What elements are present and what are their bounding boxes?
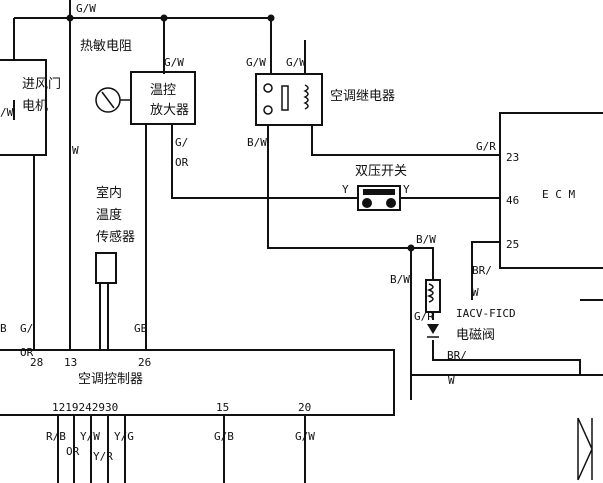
indoor-temp-sensor-label-1: 室内 xyxy=(96,185,122,201)
wl-valve-br: BR/ xyxy=(447,349,467,362)
wl-bot-yg: Y/G xyxy=(114,430,134,443)
wl-switch-y-left: Y xyxy=(342,183,349,196)
thermistor: 热敏电阻 温控 放大器 xyxy=(80,39,196,125)
intake-door-motor: 进风门 电机 xyxy=(0,59,61,156)
wl-switch-y-right: Y xyxy=(403,183,410,196)
wl-bot-yw: Y/W xyxy=(80,430,100,443)
wl-relay-bw: B/W xyxy=(247,136,267,149)
ac-relay-label: 空调继电器 xyxy=(330,89,395,104)
ctrl-pin-13: 13 xyxy=(64,356,77,369)
wire-labels: G/W G/W G/W G/W /W W G/ OR B/W G/R Y Y B… xyxy=(0,2,496,463)
wl-top-gw: G/W xyxy=(76,2,96,15)
wl-relay-gr: G/R xyxy=(476,140,496,153)
wl-bot-rb: R/B xyxy=(46,430,66,443)
wl-ecm-br: BR/ xyxy=(472,264,492,277)
indoor-temp-sensor-label-3: 传感器 xyxy=(96,229,135,245)
ecm: E C M 23 46 25 xyxy=(499,112,603,269)
wl-relay-gw-left: G/W xyxy=(246,56,266,69)
dual-pressure-switch-label: 双压开关 xyxy=(355,164,407,179)
ecm-pin-23: 23 xyxy=(506,151,519,164)
ground-symbol xyxy=(577,417,593,481)
ctrl-pin-26: 26 xyxy=(138,356,151,369)
iacv-valve: IACV-FICD 电磁阀 xyxy=(425,279,516,343)
iacv-label-1: IACV-FICD xyxy=(456,307,516,320)
temp-amp-label-1: 温控 xyxy=(150,83,176,98)
ctrl-pins-bottom: 1219242930 xyxy=(52,401,118,414)
ctrl-pin-15: 15 xyxy=(216,401,229,414)
indoor-temp-sensor: 室内 温度 传感器 xyxy=(95,185,135,284)
indoor-temp-sensor-label-2: 温度 xyxy=(96,207,122,223)
dual-pressure-switch: 双压开关 xyxy=(355,164,407,211)
wl-amp-out: G/ xyxy=(175,136,188,149)
wl-bot-gb: G/B xyxy=(214,430,234,443)
thermistor-label: 热敏电阻 xyxy=(80,39,132,54)
wl-motor-w: /W xyxy=(0,106,14,119)
ecm-label: E C M xyxy=(542,188,575,201)
ctrl-pin-20: 20 xyxy=(298,401,311,414)
wl-ecm-bw: B/W xyxy=(416,233,436,246)
wl-amp-gw: G/W xyxy=(164,56,184,69)
ac-controller-label: 空调控制器 xyxy=(78,372,143,387)
ecm-pin-25: 25 xyxy=(506,238,519,251)
intake-door-motor-label-2: 电机 xyxy=(22,99,48,114)
ac-controller: 空调控制器 28 13 26 1219242930 15 20 xyxy=(0,349,395,416)
wl-ctrl-g: G/ xyxy=(20,322,33,335)
wl-ecm-br-w: W xyxy=(472,286,479,299)
wires xyxy=(13,0,603,483)
wl-bot-yr: Y/R xyxy=(93,450,113,463)
ac-relay: 空调继电器 xyxy=(255,73,395,126)
ctrl-pin-28: 28 xyxy=(30,356,43,369)
wl-ctrl-b: B xyxy=(0,322,7,335)
temp-amp-label-2: 放大器 xyxy=(150,103,189,118)
wl-amp-out2: OR xyxy=(175,156,189,169)
iacv-label-2: 电磁阀 xyxy=(456,328,495,343)
junction-dots xyxy=(66,14,415,252)
wl-valve-gr: G/R xyxy=(414,310,434,323)
wl-bot-gw: G/W xyxy=(295,430,315,443)
wl-relay-gw-right: G/W xyxy=(286,56,306,69)
wl-ctrl-gb: GB xyxy=(134,322,148,335)
ecm-pin-46: 46 xyxy=(506,194,519,207)
wl-bottom-w: W xyxy=(448,374,455,387)
intake-door-motor-label-1: 进风门 xyxy=(22,77,61,92)
wl-bot-or: OR xyxy=(66,445,80,458)
wl-ctrl-or: OR xyxy=(20,346,34,359)
wl-valve-bw: B/W xyxy=(390,273,410,286)
wl-left-w: W xyxy=(72,144,79,157)
